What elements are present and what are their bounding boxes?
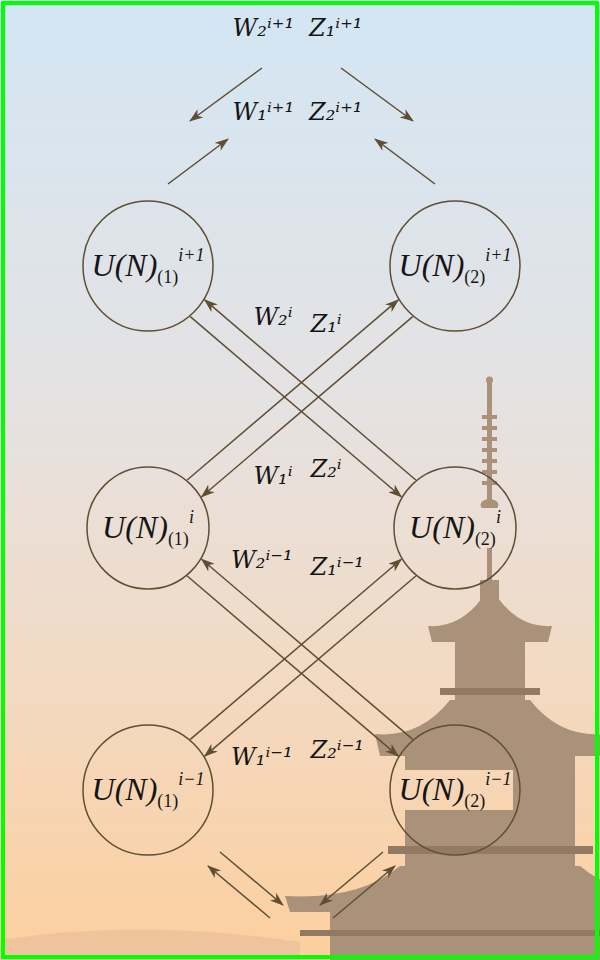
external-arrow: [208, 866, 270, 918]
group-index: (1): [168, 529, 189, 549]
layer-arrow-label: W₁ⁱ⁺¹: [230, 98, 297, 127]
external-arrow: [375, 139, 435, 184]
group-name: U(N): [399, 247, 465, 283]
node-circle: [394, 467, 516, 589]
edge-label: Z₁ⁱ: [308, 310, 345, 339]
edge-label: W₂ⁱ: [250, 303, 295, 332]
pagoda: [285, 377, 600, 960]
gauge-node: U(N)(2)i−1: [389, 724, 521, 856]
group-index: (1): [157, 791, 178, 811]
layer-index: i−1: [178, 769, 204, 789]
external-arrows: [168, 68, 435, 918]
gauge-node: U(N)(2)i+1: [389, 200, 521, 332]
edge-label: W₁ⁱ: [250, 462, 295, 491]
node-circle: [83, 725, 213, 855]
node-label: U(N)(2)i+1: [397, 246, 514, 286]
bifundamental-arrow: [205, 576, 416, 756]
gauge-node: U(N)(2)i: [393, 466, 517, 590]
bifundamental-arrow: [187, 576, 398, 756]
bifundamental-arrow: [190, 559, 401, 739]
edge-label: Z₁ⁱ⁻¹: [308, 553, 367, 582]
gauge-node: U(N)(1)i−1: [82, 724, 214, 856]
group-name: U(N): [102, 509, 168, 545]
group-index: (2): [464, 267, 485, 287]
edge-label: Z₂ⁱ⁻¹: [308, 736, 367, 765]
group-index: (2): [464, 791, 485, 811]
bifundamental-arrow: [202, 559, 413, 739]
group-name: U(N): [92, 771, 158, 807]
gauge-node: U(N)(1)i+1: [82, 200, 214, 332]
layer-index: i: [189, 507, 194, 527]
node-label: U(N)(1)i+1: [90, 246, 207, 286]
bifundamental-arrow: [190, 317, 401, 497]
layer-index: i: [496, 507, 501, 527]
node-label: U(N)(2)i−1: [397, 770, 514, 810]
external-arrow: [333, 866, 395, 918]
external-arrow: [320, 852, 383, 905]
layer-arrow-label: W₂ⁱ⁺¹: [230, 14, 297, 43]
edge-label: W₁ⁱ⁻¹: [228, 743, 295, 772]
node-label: U(N)(2)i: [407, 508, 503, 548]
bifundamental-arrow: [205, 300, 416, 480]
bifundamental-arrow: [187, 300, 398, 480]
edge-label: W₂ⁱ⁻¹: [228, 546, 295, 575]
node-circle: [390, 725, 520, 855]
node-circle: [390, 201, 520, 331]
edge-label: Z₂ⁱ: [308, 455, 345, 484]
bifundamental-arrow: [202, 317, 413, 497]
node-circle: [83, 201, 213, 331]
group-name: U(N): [92, 247, 158, 283]
layer-index: i−1: [485, 769, 511, 789]
group-name: U(N): [399, 771, 465, 807]
group-name: U(N): [409, 509, 475, 545]
hill-silhouette: [0, 929, 300, 960]
layer-arrow-label: Z₂ⁱ⁺¹: [306, 98, 365, 127]
layer-index: i+1: [178, 245, 204, 265]
group-index: (1): [157, 267, 178, 287]
node-label: U(N)(1)i−1: [90, 770, 207, 810]
layer-arrow-label: Z₁ⁱ⁺¹: [306, 14, 365, 43]
external-arrow: [168, 139, 228, 184]
group-index: (2): [475, 529, 496, 549]
node-circle: [87, 467, 209, 589]
gauge-node: U(N)(1)i: [86, 466, 210, 590]
external-arrow: [220, 852, 283, 905]
layer-index: i+1: [485, 245, 511, 265]
node-label: U(N)(1)i: [100, 508, 196, 548]
